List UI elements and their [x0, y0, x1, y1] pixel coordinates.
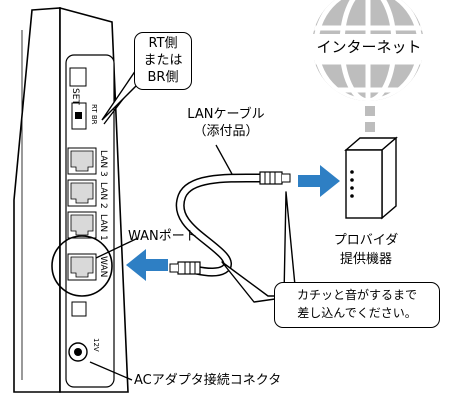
reset-button [71, 301, 87, 317]
wan-device-label: WAN [98, 256, 108, 278]
cable-connector-router [169, 261, 201, 275]
click-line2: 差し込んでください。 [297, 306, 417, 320]
rt-line2: または [143, 53, 183, 68]
set-button [69, 67, 87, 87]
wan-port [67, 253, 97, 281]
click-line1: カチッと音がするまで [296, 288, 417, 302]
lan1-label: LAN 1 [98, 214, 108, 241]
click-instruction-callout: カチッと音がするまで 差し込んでください。 [274, 282, 440, 328]
provider-label: プロバイダ [333, 233, 399, 248]
switch-knob [75, 112, 82, 119]
lan-cable [175, 173, 267, 277]
wan-port-label: WANポート [128, 229, 198, 244]
lan-port-3 [67, 147, 97, 175]
set-label: SET [70, 88, 80, 105]
provider-sublabel: 提供機器 [339, 252, 392, 267]
connector-pin [74, 348, 82, 356]
lan-cable-sublabel: （添付品） [193, 124, 259, 139]
power-spec-label: 12V [92, 338, 100, 352]
rt-br-label: RT BR [90, 104, 98, 125]
rt-line3: BR側 [147, 70, 179, 85]
cable-connector-provider [259, 171, 291, 185]
arrow-to-wan [126, 249, 168, 281]
ac-adapter-label: ACアダプタ接続コネクタ [134, 373, 282, 388]
rt-br-callout: RT側 または BR側 [134, 32, 192, 90]
wan-highlight-ring [51, 235, 113, 297]
internet-line [365, 106, 375, 132]
provider-device [344, 136, 398, 220]
lan-cable-label: LANケーブル [187, 107, 265, 122]
lan-port-2 [67, 179, 97, 207]
arrow-to-provider [298, 165, 340, 197]
lan-port-1 [67, 211, 97, 239]
lan2-label: LAN 2 [98, 182, 108, 209]
lan3-label: LAN 3 [98, 150, 108, 177]
internet-label: インターネット [316, 38, 422, 56]
rt-line1: RT側 [148, 36, 178, 51]
